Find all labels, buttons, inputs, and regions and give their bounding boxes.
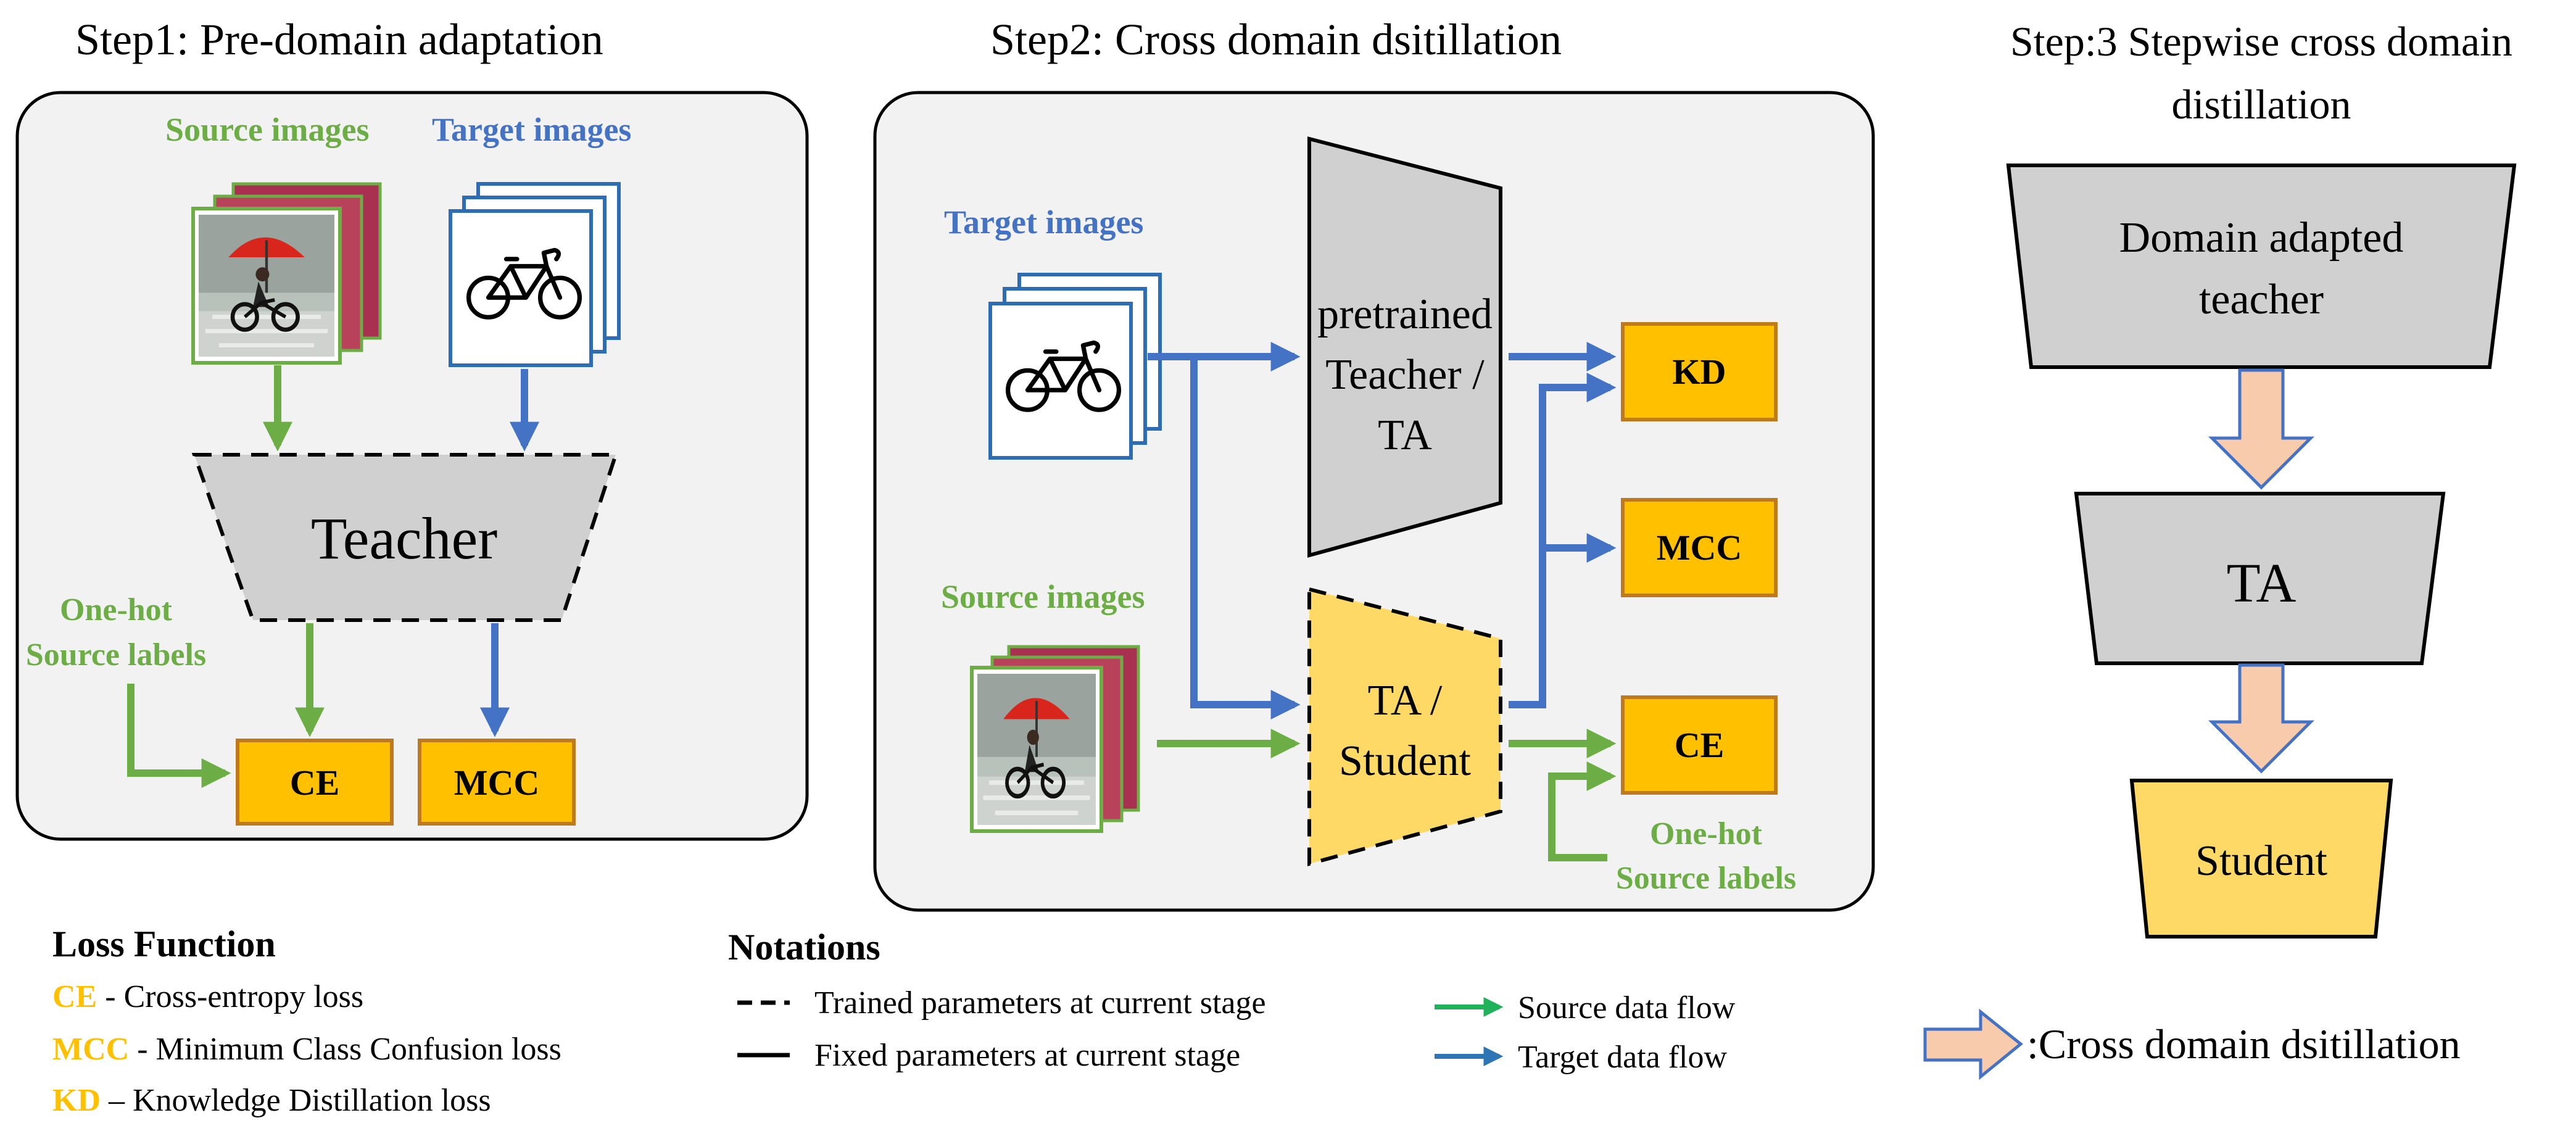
step1-mcc-box xyxy=(418,739,576,826)
step2-ce-label: CE xyxy=(1675,725,1725,765)
notation-target-text: Target data flow xyxy=(1518,1040,1727,1075)
notation-solid-text: Fixed parameters at current stage xyxy=(814,1038,1240,1073)
step2-source-images-label: Source images xyxy=(941,578,1145,615)
step2-student-line2: Student xyxy=(1339,737,1471,785)
step2-teacher-line2: Teacher / xyxy=(1325,351,1485,399)
arrow-labels-to-ce xyxy=(127,684,231,788)
step2-source-images-stack xyxy=(970,645,1140,833)
step3-student-label: Student xyxy=(2195,837,2327,885)
step2-target-images-stack xyxy=(988,273,1162,460)
step1-teacher-block xyxy=(191,453,619,622)
step2-student-block xyxy=(1307,587,1502,866)
step3-title-line1: Step:3 Stepwise cross domain xyxy=(2010,18,2512,65)
step2-onehot-line2: Source labels xyxy=(1616,861,1796,896)
loss-item-kd: KD – Knowledge Distillation loss xyxy=(52,1083,491,1118)
step3-teacher-block xyxy=(2006,164,2517,369)
step3-ta-label: TA xyxy=(2227,553,2296,614)
step1-target-images-label: Target images xyxy=(432,111,631,148)
step1-source-images-stack xyxy=(191,182,382,365)
step3-arrow-ta-to-student xyxy=(2208,663,2315,774)
step2-teacher-block xyxy=(1307,136,1502,558)
step1-ce-label: CE xyxy=(290,763,340,803)
step1-onehot-line2: Source labels xyxy=(26,637,206,673)
step2-student-line1: TA / xyxy=(1368,677,1443,724)
step3-ta-block xyxy=(2074,492,2446,665)
step1-mcc-label: MCC xyxy=(454,763,540,803)
legend-distill-arrow-icon xyxy=(1923,1008,2023,1080)
notation-source-text: Source data flow xyxy=(1518,990,1736,1025)
step1-teacher-label: Teacher xyxy=(311,505,497,571)
step2-title: Step2: Cross domain dsitillation xyxy=(990,15,1562,64)
step2-onehot-line1: One-hot xyxy=(1650,816,1763,851)
step1-source-images-label: Source images xyxy=(165,111,369,148)
loss-item-ce: CE - Cross-entropy loss xyxy=(52,979,363,1014)
step1-title: Step1: Pre-domain adaptation xyxy=(75,15,603,64)
step3-teacher-line1: Domain adapted xyxy=(2119,214,2404,262)
arrow-labels-to-ce-2 xyxy=(1548,761,1617,861)
arrow-target-to-student-2 xyxy=(1190,357,1301,719)
notations-heading: Notations xyxy=(728,927,880,967)
loss-item-mcc: MCC - Minimum Class Confusion loss xyxy=(52,1032,561,1067)
step3-student-block xyxy=(2129,779,2393,938)
loss-heading: Loss Function xyxy=(52,924,276,964)
step2-ce-box xyxy=(1621,695,1778,795)
step2-mcc-label: MCC xyxy=(1657,528,1742,568)
legend-distill-text: :Cross domain dsitillation xyxy=(2027,1021,2461,1067)
step2-kd-label: KD xyxy=(1673,352,1726,392)
step3-teacher-line2: teacher xyxy=(2199,276,2324,323)
step1-target-images-stack xyxy=(449,182,621,367)
step1-ce-box xyxy=(236,739,394,826)
step2-kd-box xyxy=(1621,322,1778,421)
notation-dashed-text: Trained parameters at current stage xyxy=(814,985,1266,1021)
step2-mcc-box xyxy=(1621,498,1778,597)
step3-title-line2: distillation xyxy=(2172,81,2351,128)
step1-onehot-line1: One-hot xyxy=(60,592,173,628)
step2-teacher-line1: pretrained xyxy=(1317,291,1493,338)
step3-arrow-teacher-to-ta xyxy=(2208,368,2315,490)
step2-teacher-line3: TA xyxy=(1378,412,1432,459)
step2-target-images-label: Target images xyxy=(944,204,1143,241)
